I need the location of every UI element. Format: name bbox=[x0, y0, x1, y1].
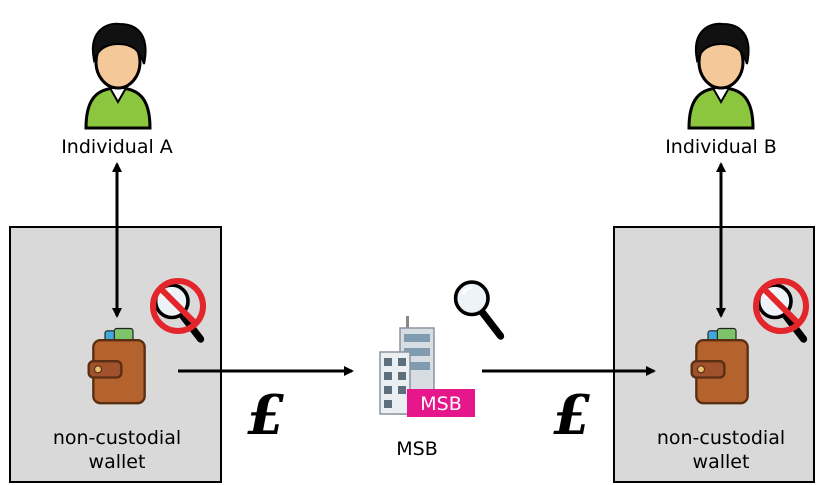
msb-badge-text: MSB bbox=[420, 393, 462, 415]
left-wallet-label-line1: non-custodial bbox=[53, 427, 181, 449]
right-wallet-label-line1: non-custodial bbox=[657, 427, 785, 449]
msb-magnifier-icon bbox=[456, 282, 501, 336]
right-currency-symbol: £ bbox=[553, 383, 591, 447]
left-prohibited-magnifier-icon bbox=[150, 278, 206, 339]
individual-b-person-icon bbox=[687, 22, 755, 130]
left-currency-symbol: £ bbox=[247, 383, 285, 447]
individual-b-label: Individual B bbox=[665, 136, 777, 158]
msb-label: MSB bbox=[396, 438, 438, 460]
right-prohibited-magnifier-icon bbox=[753, 278, 809, 339]
individual-a-label: Individual A bbox=[61, 136, 173, 158]
left-wallet-icon bbox=[87, 327, 146, 405]
msb-badge bbox=[407, 389, 475, 417]
left-wallet-label-line2: wallet bbox=[89, 451, 146, 473]
right-wallet-label-line2: wallet bbox=[693, 451, 750, 473]
individual-a-person-icon bbox=[84, 22, 152, 130]
right-wallet-icon bbox=[690, 327, 749, 405]
